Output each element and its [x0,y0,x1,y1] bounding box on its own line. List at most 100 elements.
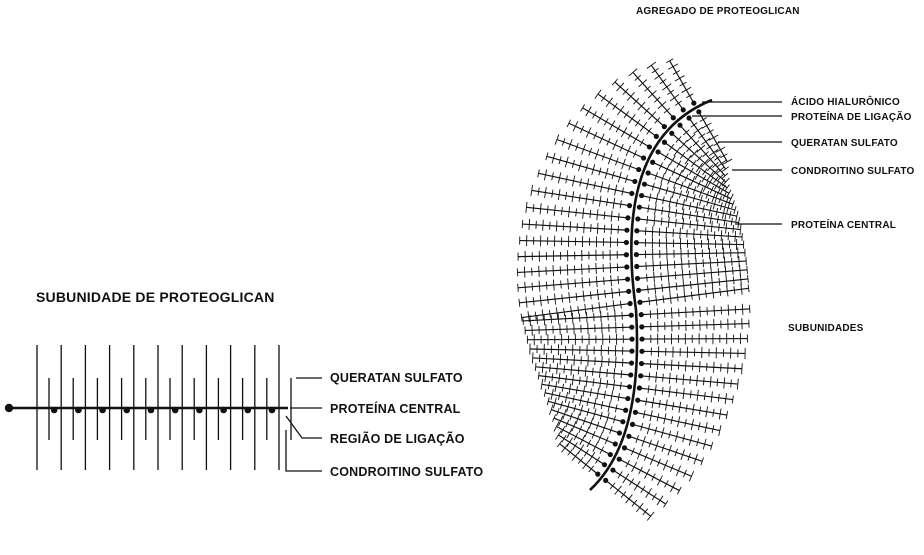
subunit-core-strand [633,425,711,446]
link-protein-node [636,288,641,293]
glycan-side-chain [579,377,580,385]
glycan-side-chain [682,269,683,280]
glycan-side-chain [586,127,591,137]
proteoglycan-subunit: SUBUNIDADE DE PROTEOGLICAN QUERATAN SULF… [5,289,484,479]
glycan-side-chain [589,452,595,461]
link-protein-node [625,396,630,401]
glycan-side-chain [655,73,664,79]
subunit-core-strand [620,460,679,491]
label-keratan-sulfate-right: QUERATAN SULFATO [791,138,898,149]
glycan-side-chain [726,223,727,234]
link-protein-node [641,155,646,160]
link-protein-node [617,457,622,462]
glycan-side-chain [600,134,605,144]
glycan-side-chain [578,457,583,463]
subunit-core-strand [639,270,748,279]
glycan-side-chain [564,308,565,316]
glycan-side-chain [526,297,527,308]
subunit-core-strand [638,261,746,266]
glycan-side-chain [691,123,698,128]
glycan-side-chain [669,144,674,150]
link-protein-node [647,144,652,149]
glycan-side-chain [710,376,711,387]
glycan-side-chain [578,306,579,314]
subunit-core-strand [518,255,625,257]
link-protein-node [634,240,639,245]
glycan-side-chain [644,469,649,479]
link-protein-node [629,349,634,354]
glycan-side-chain [606,98,612,107]
glycan-side-chain [675,76,685,81]
glycan-side-chain [649,373,650,381]
glycan-side-chain [668,271,669,282]
glycan-side-chain [595,457,599,464]
link-region-node [124,407,131,414]
glycan-side-chain [647,128,652,134]
glycan-side-chain [682,259,683,270]
glycan-side-chain [582,277,583,288]
subunit-core-strand [606,481,650,516]
link-protein-node [677,123,682,128]
glycan-side-chain [661,217,662,225]
subunit-core-strand [643,324,749,327]
glycan-side-chain [711,267,712,278]
glycan-side-chain [676,282,677,290]
glycan-side-chain [524,267,525,278]
glycan-side-chain [540,295,541,306]
glycan-side-chain [712,277,713,288]
glycan-side-chain [610,262,611,273]
glycan-side-chain [585,366,586,377]
glycan-side-chain [647,512,654,521]
glycan-side-chain [670,156,676,166]
glycan-side-chain [609,120,615,130]
glycan-side-chain [700,118,707,122]
glycan-side-chain [546,282,547,290]
glycan-side-chain [601,311,602,322]
glycan-side-chain [580,435,585,445]
glycan-side-chain [683,374,684,385]
glycan-side-chain [597,209,598,220]
glycan-side-chain [680,228,681,239]
glycan-side-chain [657,496,663,505]
glycan-side-chain [579,194,580,202]
glycan-side-chain [550,364,551,372]
glycan-side-chain [652,226,653,237]
glycan-side-chain [521,314,522,322]
glycan-side-chain [589,278,590,286]
glycan-side-chain [584,450,588,457]
glycan-side-chain [574,433,578,440]
glycan-side-chain [610,483,615,489]
glycan-side-chain [705,290,706,298]
glycan-side-chain [671,360,672,371]
link-protein-node [629,313,634,318]
link-protein-node [627,203,632,208]
glycan-side-chain [728,363,729,374]
glycan-side-chain [690,270,691,278]
glycan-side-chain [605,290,606,298]
link-protein-node [691,101,696,106]
label-core-protein: PROTEÍNA CENTRAL [330,401,461,416]
glycan-side-chain [567,438,573,447]
glycan-side-chain [636,503,643,512]
glycan-side-chain [554,205,555,216]
link-protein-node [639,193,644,198]
link-protein-node [626,434,631,439]
glycan-side-chain [719,223,720,231]
glycan-side-chain [535,363,536,371]
subunit-core-strand [525,327,631,330]
label-chondroitin-sulfate-right: CONDROITINO SULFATO [791,166,914,177]
glycan-side-chain [547,206,548,214]
link-protein-node [686,115,691,120]
link-protein-node [602,462,607,467]
glycan-side-chain [663,295,664,303]
glycan-side-chain [727,190,731,197]
glycan-side-chain [704,222,705,230]
subunit-core-strand [643,339,747,340]
glycan-side-chain [733,276,734,284]
glycan-side-chain [544,314,545,325]
link-protein-node [629,325,634,330]
glycan-side-chain [740,224,741,235]
glycan-side-chain [696,258,697,269]
glycan-side-chain [593,442,598,452]
